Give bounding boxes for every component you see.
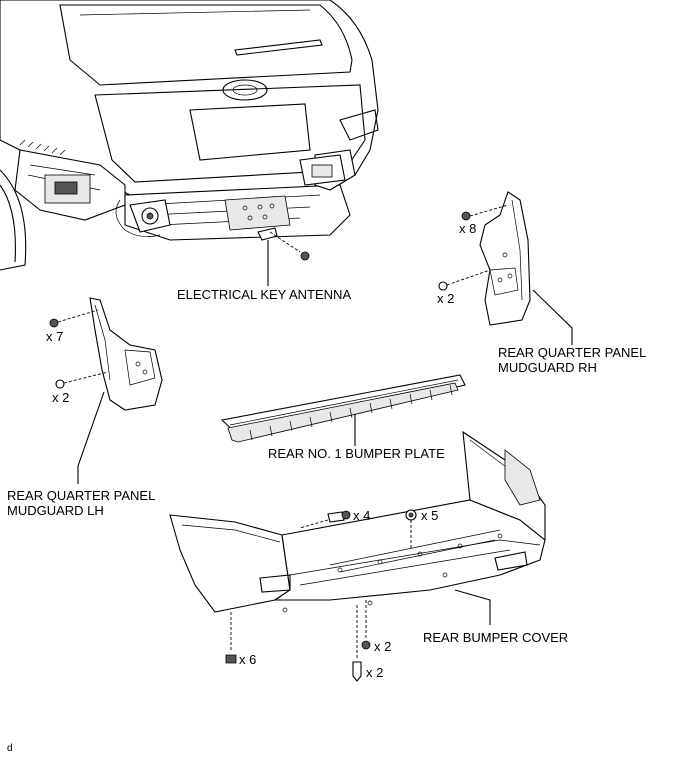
rh-screw-quantity: x 8 (459, 221, 476, 236)
mudguard-rh-part (438, 191, 573, 345)
mudguard-lh-part (49, 297, 163, 484)
cover-clip-x5 (405, 509, 417, 548)
lh-screw-quantity: x 7 (46, 329, 63, 344)
lh-clip-quantity: x 2 (52, 390, 69, 405)
mudguard-lh-label-line2: MUDGUARD LH (7, 503, 104, 518)
mudguard-rh-label-line1: REAR QUARTER PANEL (498, 345, 646, 360)
cover-bottom-screw-quantity: x 6 (239, 652, 256, 667)
cover-clip-quantity: x 5 (421, 508, 438, 523)
vehicle-rear-body (0, 0, 379, 271)
mudguard-lh-label-line1: REAR QUARTER PANEL (7, 488, 155, 503)
bumper-plate-part (220, 374, 466, 446)
electrical-key-antenna-label: ELECTRICAL KEY ANTENNA (177, 287, 351, 302)
electrical-key-antenna-part (257, 227, 310, 286)
corner-mark: d (7, 743, 13, 754)
bumper-cover-label: REAR BUMPER COVER (423, 630, 568, 645)
cover-bolt-quantity: x 4 (353, 508, 370, 523)
bumper-cover-part (169, 430, 546, 625)
rh-clip-quantity: x 2 (437, 291, 454, 306)
cover-bottom-screw-x6 (225, 612, 237, 664)
cover-bottom-pin-quantity: x 2 (366, 665, 383, 680)
cover-bottom-pin-x2 (352, 605, 362, 682)
cover-bottom-clip-quantity: x 2 (374, 639, 391, 654)
mudguard-rh-label-line2: MUDGUARD RH (498, 360, 597, 375)
cover-bolt-x4 (299, 510, 351, 529)
cover-bottom-clip-x2 (361, 600, 371, 650)
bumper-plate-label: REAR NO. 1 BUMPER PLATE (268, 446, 445, 461)
